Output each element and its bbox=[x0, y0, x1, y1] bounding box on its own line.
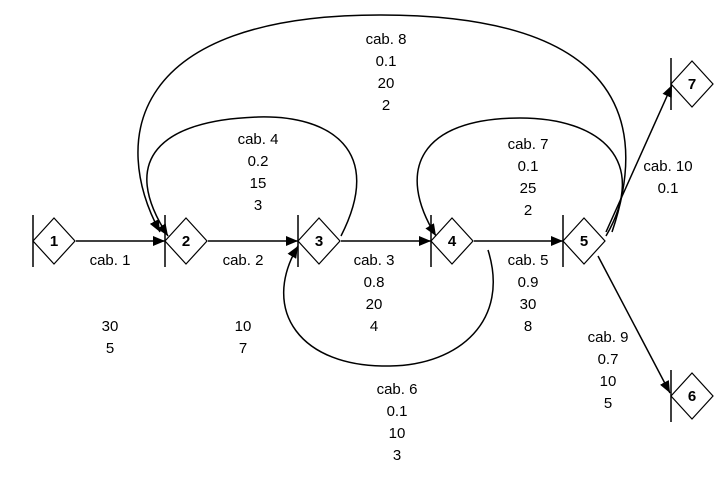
edge-cab7 bbox=[416, 117, 624, 237]
edge-label-line: 0.1 bbox=[658, 180, 679, 197]
edge-label-line: 10 bbox=[600, 373, 617, 390]
edge-label-line: cab. 8 bbox=[366, 31, 407, 48]
edge-label-line: cab. 7 bbox=[508, 136, 549, 153]
edge-label-cab1: cab. 1 30 5 bbox=[90, 252, 131, 357]
node-label: 7 bbox=[688, 76, 696, 93]
edge-label-line: 5 bbox=[106, 340, 114, 357]
edge-label-line: 25 bbox=[520, 180, 537, 197]
node-5: 5 bbox=[562, 215, 606, 267]
node-7: 7 bbox=[670, 58, 714, 110]
edge-label-line: 20 bbox=[366, 296, 383, 313]
edge-cab4 bbox=[146, 116, 358, 237]
edge-label-cab4: cab. 4 0.2 15 3 bbox=[238, 131, 279, 214]
edge-label-line: 7 bbox=[239, 340, 247, 357]
node-3: 3 bbox=[297, 215, 341, 267]
edge-label-line: 5 bbox=[604, 395, 612, 412]
edge-label-line: 0.7 bbox=[598, 351, 619, 368]
node-label: 2 bbox=[182, 233, 190, 250]
node-diamond bbox=[670, 372, 714, 420]
node-1: 1 bbox=[32, 215, 76, 267]
node-diamond bbox=[670, 60, 714, 108]
node-diamond bbox=[562, 217, 606, 265]
edge-cab10 bbox=[605, 84, 673, 233]
node-diamond bbox=[430, 217, 474, 265]
edge-label-line: cab. 4 bbox=[238, 131, 279, 148]
edge-label-line: 10 bbox=[389, 425, 406, 442]
node-2: 2 bbox=[164, 215, 208, 267]
edge-label-line: 0.1 bbox=[376, 53, 397, 70]
edge-label-line: 0.9 bbox=[518, 274, 539, 291]
edge-label-line: 20 bbox=[378, 75, 395, 92]
node-label: 1 bbox=[50, 233, 58, 250]
edge-label-line: 8 bbox=[524, 318, 532, 335]
edge-label-line: 3 bbox=[254, 197, 262, 214]
edge-label-line: 10 bbox=[235, 318, 252, 335]
edge-label-line: cab. 6 bbox=[377, 381, 418, 398]
edge-label-line: cab. 5 bbox=[508, 252, 549, 269]
node-6: 6 bbox=[670, 370, 714, 422]
node-diamond bbox=[164, 217, 208, 265]
edge-label-line: 2 bbox=[382, 97, 390, 114]
edge-label-line: 30 bbox=[102, 318, 119, 335]
edge-label-line: 4 bbox=[370, 318, 378, 335]
edge-label-line: 0.2 bbox=[248, 153, 269, 170]
node-label: 4 bbox=[448, 233, 457, 250]
edge-label-line: 0.8 bbox=[364, 274, 385, 291]
edge-label-cab3: cab. 3 0.8 20 4 bbox=[354, 252, 395, 335]
node-diamond bbox=[32, 217, 76, 265]
edge-label-line: cab. 1 bbox=[90, 252, 131, 269]
edge-label-line: cab. 9 bbox=[588, 329, 629, 346]
node-label: 3 bbox=[315, 233, 323, 250]
edge-label-line: 2 bbox=[524, 202, 532, 219]
edge-cab9 bbox=[597, 255, 671, 394]
edge-label-line: cab. 3 bbox=[354, 252, 395, 269]
edge-label-cab9: cab. 9 0.7 10 5 bbox=[588, 329, 629, 412]
node-label: 5 bbox=[580, 233, 588, 250]
edge-cab6 bbox=[282, 245, 494, 367]
edge-label-line: 15 bbox=[250, 175, 267, 192]
edge-label-line: 0.1 bbox=[387, 403, 408, 420]
edge-label-line: cab. 2 bbox=[223, 252, 264, 269]
edge-label-cab8: cab. 8 0.1 20 2 bbox=[366, 31, 407, 114]
edge-cab8 bbox=[137, 14, 627, 233]
edge-label-cab10: cab. 10 0.1 bbox=[643, 158, 692, 197]
edge-label-cab6: cab. 6 0.1 10 3 bbox=[377, 381, 418, 464]
node-4: 4 bbox=[430, 215, 474, 267]
edge-label-line: 0.1 bbox=[518, 158, 539, 175]
edge-label-line: cab. 10 bbox=[643, 158, 692, 175]
node-diamond bbox=[297, 217, 341, 265]
edge-label-line: 3 bbox=[393, 447, 401, 464]
node-label: 6 bbox=[688, 388, 696, 405]
edge-label-cab2: cab. 2 10 7 bbox=[223, 252, 264, 357]
edge-label-cab7: cab. 7 0.1 25 2 bbox=[508, 136, 549, 219]
edge-label-cab5: cab. 5 0.9 30 8 bbox=[508, 252, 549, 335]
edge-label-line: 30 bbox=[520, 296, 537, 313]
